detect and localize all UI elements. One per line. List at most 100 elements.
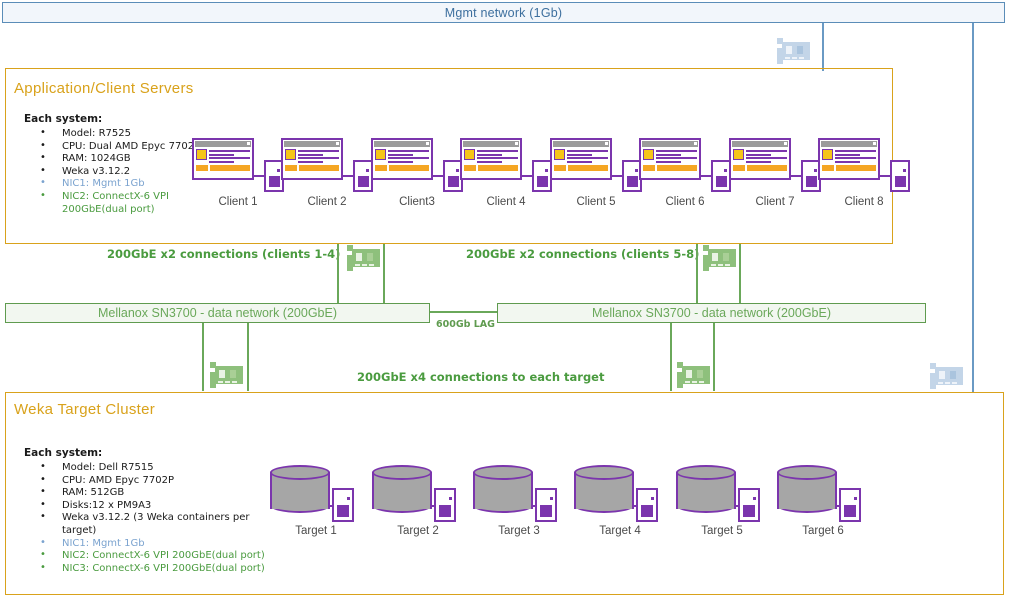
monitor-window bbox=[460, 138, 522, 180]
target-link-line bbox=[247, 323, 249, 391]
switch-right-label: Mellanox SN3700 - data network (200GbE) bbox=[591, 306, 831, 320]
monitor-window bbox=[639, 138, 701, 180]
storage-cylinder-icon bbox=[777, 463, 877, 523]
desktop-computer-icon bbox=[818, 138, 910, 194]
monitor-window bbox=[371, 138, 433, 180]
client-specs: Each system: Model: R7525CPU: Dual AMD E… bbox=[24, 113, 199, 216]
client-node-label: Client 5 bbox=[576, 196, 616, 208]
client-node-label: Client 4 bbox=[486, 196, 526, 208]
target-node[interactable]: Target 2 bbox=[372, 463, 482, 537]
client-node[interactable]: Client 2 bbox=[281, 138, 377, 208]
nic-card-icon bbox=[347, 245, 381, 271]
client-node-label: Client 6 bbox=[665, 196, 705, 208]
client-spec-list: Model: R7525CPU: Dual AMD Epyc 7702RAM: … bbox=[24, 127, 199, 216]
target-node[interactable]: Target 5 bbox=[676, 463, 786, 537]
spec-item: CPU: Dual AMD Epyc 7702 bbox=[40, 140, 199, 154]
monitor-window bbox=[281, 138, 343, 180]
target-group-title: Weka Target Cluster bbox=[14, 401, 156, 418]
target-node-label: Target 6 bbox=[802, 525, 844, 537]
nic-board bbox=[782, 42, 810, 60]
disk-cylinder bbox=[676, 465, 736, 513]
client-group-title: Application/Client Servers bbox=[14, 80, 194, 97]
target-node[interactable]: Target 6 bbox=[777, 463, 887, 537]
client-node[interactable]: Client 7 bbox=[729, 138, 825, 208]
spec-item: RAM: 1024GB bbox=[40, 152, 199, 166]
client-link-line bbox=[696, 244, 698, 304]
target-node-label: Target 1 bbox=[295, 525, 337, 537]
nic-card-icon bbox=[777, 38, 811, 64]
client-node[interactable]: Client 1 bbox=[192, 138, 288, 208]
lag-label: 600Gb LAG bbox=[436, 319, 495, 330]
target-node[interactable]: Target 3 bbox=[473, 463, 583, 537]
nic-bracket bbox=[677, 362, 683, 388]
storage-cylinder-icon bbox=[574, 463, 674, 523]
computer-tower bbox=[890, 160, 910, 192]
client-node[interactable]: Client 5 bbox=[550, 138, 646, 208]
client-node-label: Client 1 bbox=[218, 196, 258, 208]
nic-card-icon bbox=[703, 245, 737, 271]
disk-cylinder bbox=[270, 465, 330, 513]
computer-tower bbox=[535, 488, 557, 522]
nic-board bbox=[682, 366, 710, 384]
desktop-computer-icon bbox=[550, 138, 642, 194]
client-node-label: Client 7 bbox=[755, 196, 795, 208]
target-specs: Each system: Model: Dell R7515CPU: AMD E… bbox=[24, 447, 269, 575]
disk-cylinder bbox=[574, 465, 634, 513]
spec-item: Disks:12 x PM9A3 bbox=[40, 499, 269, 513]
target-node-label: Target 4 bbox=[599, 525, 641, 537]
computer-tower bbox=[738, 488, 760, 522]
nic-card-icon bbox=[930, 363, 964, 389]
target-node[interactable]: Target 1 bbox=[270, 463, 380, 537]
nic-bracket bbox=[210, 362, 216, 388]
client-node-label: Client 8 bbox=[844, 196, 884, 208]
spec-item: RAM: 512GB bbox=[40, 486, 269, 500]
spec-item: Weka v3.12.2 bbox=[40, 165, 199, 179]
disk-cylinder bbox=[777, 465, 837, 513]
target-link-line bbox=[713, 323, 715, 391]
desktop-computer-icon bbox=[639, 138, 731, 194]
client-node[interactable]: Client 4 bbox=[460, 138, 556, 208]
computer-tower bbox=[353, 160, 373, 192]
spec-item: NIC3: ConnectX-6 VPI 200GbE(dual port) bbox=[40, 562, 269, 576]
computer-tower bbox=[711, 160, 731, 192]
spec-item: NIC1: Mgmt 1Gb bbox=[40, 537, 269, 551]
connection-label-clients-5-8: 200GbE x2 connections (clients 5-8) bbox=[466, 247, 700, 261]
computer-tower bbox=[332, 488, 354, 522]
client-link-line bbox=[337, 244, 339, 304]
spec-item: Model: R7525 bbox=[40, 127, 199, 141]
weka-target-cluster-group bbox=[5, 392, 1004, 595]
client-node[interactable]: Client 8 bbox=[818, 138, 914, 208]
nic-card-icon bbox=[677, 362, 711, 388]
target-spec-heading: Each system: bbox=[24, 447, 103, 459]
client-spec-heading: Each system: bbox=[24, 113, 103, 125]
computer-tower bbox=[443, 160, 463, 192]
desktop-computer-icon bbox=[371, 138, 463, 194]
client-node[interactable]: Client 6 bbox=[639, 138, 735, 208]
mgmt-line-targets bbox=[972, 23, 974, 393]
client-node[interactable]: Client3 bbox=[371, 138, 467, 208]
monitor-window bbox=[818, 138, 880, 180]
spec-item: Weka v3.12.2 (3 Weka containers per targ… bbox=[40, 511, 269, 537]
desktop-computer-icon bbox=[281, 138, 373, 194]
lag-link bbox=[430, 311, 497, 313]
desktop-computer-icon bbox=[192, 138, 284, 194]
client-node-label: Client 2 bbox=[307, 196, 347, 208]
spec-item: NIC1: Mgmt 1Gb bbox=[40, 177, 199, 191]
computer-tower bbox=[434, 488, 456, 522]
target-link-line bbox=[202, 323, 204, 391]
target-node[interactable]: Target 4 bbox=[574, 463, 684, 537]
nic-bracket bbox=[703, 245, 709, 271]
nic-bracket bbox=[777, 38, 783, 64]
disk-cylinder bbox=[473, 465, 533, 513]
target-node-label: Target 5 bbox=[701, 525, 743, 537]
computer-tower bbox=[532, 160, 552, 192]
desktop-computer-icon bbox=[460, 138, 552, 194]
target-link-line bbox=[670, 323, 672, 391]
switch-left-label: Mellanox SN3700 - data network (200GbE) bbox=[97, 306, 337, 320]
connection-label-clients-1-4: 200GbE x2 connections (clients 1-4) bbox=[107, 247, 341, 261]
target-spec-list: Model: Dell R7515CPU: AMD Epyc 7702PRAM:… bbox=[24, 461, 269, 576]
target-node-label: Target 2 bbox=[397, 525, 439, 537]
spec-item: NIC2: ConnectX-6 VPI 200GbE(dual port) bbox=[40, 549, 269, 563]
switch-bar-right: Mellanox SN3700 - data network (200GbE) bbox=[497, 303, 926, 323]
application-client-servers-group bbox=[5, 68, 893, 244]
